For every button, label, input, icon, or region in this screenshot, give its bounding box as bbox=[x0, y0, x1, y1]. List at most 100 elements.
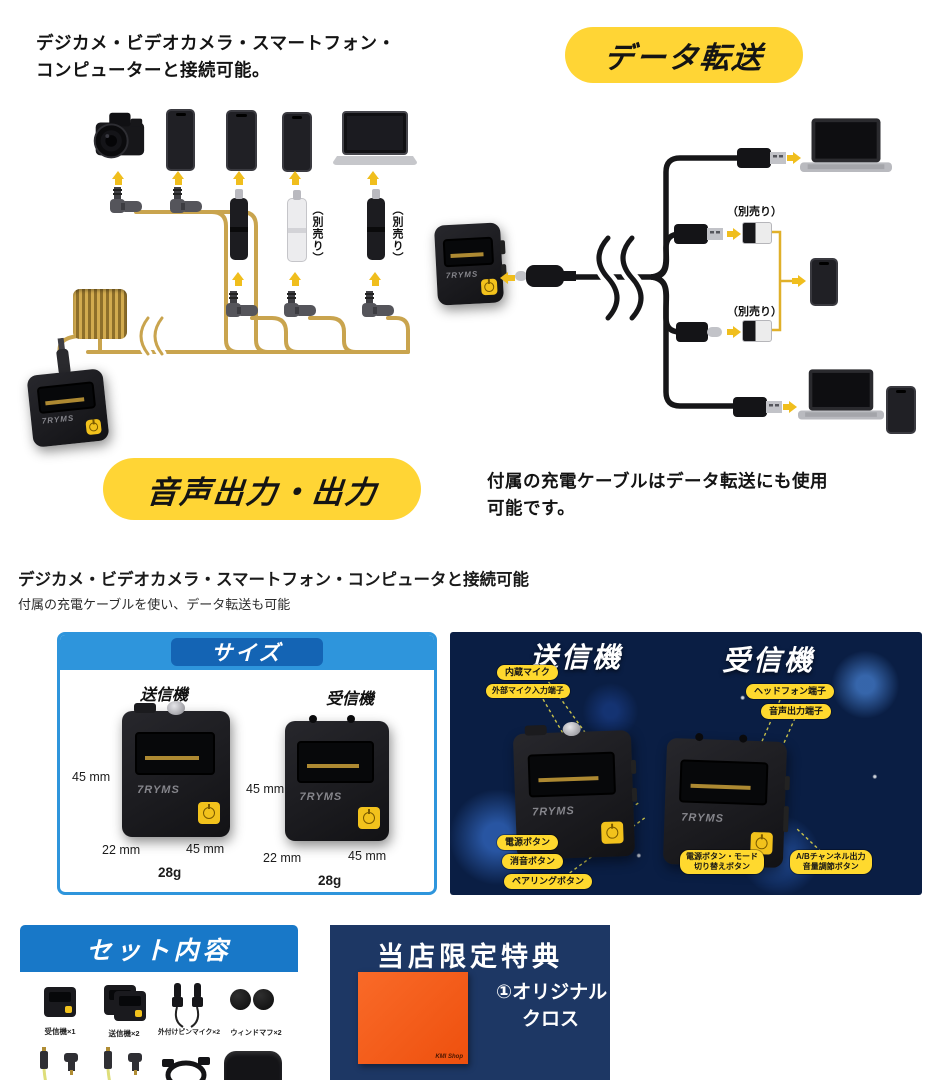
up-arrow-icon bbox=[289, 171, 301, 185]
receiver-device: 7RYMS bbox=[285, 715, 389, 841]
ab-volume-button-callout: A/Bチャンネル出力 音量調節ボタン bbox=[790, 850, 872, 874]
charge-cable-caption-line2: 可能です。 bbox=[487, 498, 576, 519]
smartphone-icon bbox=[226, 110, 257, 171]
jack-plug-icon bbox=[56, 337, 71, 376]
charge-cable-caption: 付属の充電ケーブルはデータ転送にも使用 可能です。 bbox=[487, 468, 828, 522]
power-button-icon bbox=[601, 821, 625, 845]
audio-cable-icon bbox=[104, 1047, 142, 1080]
macbook-icon bbox=[798, 369, 884, 420]
audio-jack-plug-icon bbox=[170, 187, 202, 213]
brand-logo: 7RYMS bbox=[681, 811, 725, 826]
set-contents-panel: セット内容 受信機×1 送信機×2 外付けピンマイク×2 ウィンドマフ×2 bbox=[20, 925, 298, 1080]
tx-depth-dim: 22 mm bbox=[102, 843, 141, 857]
brand-logo: 7RYMS bbox=[445, 269, 479, 281]
set-contents-title: セット内容 bbox=[86, 936, 232, 965]
coiled-cable-icon bbox=[73, 289, 127, 339]
ext-mic-input-callout: 外部マイク入力端子 bbox=[486, 684, 570, 698]
sold-separately-label: （別売り） bbox=[727, 206, 782, 218]
audio-output-jack-callout: 音声出力端子 bbox=[761, 704, 832, 720]
up-arrow-icon bbox=[112, 171, 124, 185]
power-mode-button-callout: 電源ボタン・モード 切り替えボタン bbox=[680, 850, 764, 874]
mid-subheading: 付属の充電ケーブルを使い、データ転送も可能 bbox=[18, 597, 291, 612]
device-screen bbox=[297, 741, 375, 783]
bonus-item-line1: ①オリジナル bbox=[496, 982, 608, 1003]
transmitter-device: 7RYMS bbox=[122, 701, 230, 837]
up-arrow-icon bbox=[232, 272, 244, 286]
usb-c-audio-adapter-icon bbox=[230, 198, 248, 260]
up-arrow-icon bbox=[233, 171, 245, 185]
connect-caption: デジカメ・ビデオカメラ・スマートフォン・ コンピューターと接続可能。 bbox=[36, 30, 395, 84]
receiver-device: 7RYMS bbox=[662, 732, 790, 869]
receiver-device: 7RYMS bbox=[433, 222, 507, 306]
usb-c-audio-adapter-icon bbox=[367, 198, 385, 260]
wind-muff-icon bbox=[253, 989, 274, 1010]
laptop-icon bbox=[333, 111, 417, 165]
lightning-audio-adapter-icon bbox=[287, 198, 307, 262]
device-screen bbox=[134, 732, 215, 776]
usb-plug-icon bbox=[733, 397, 782, 417]
usb-c-plug-icon bbox=[676, 322, 722, 342]
smartphone-icon bbox=[166, 109, 195, 171]
rx-depth-dim: 22 mm bbox=[263, 851, 302, 865]
audio-jack-plug-icon bbox=[284, 291, 316, 317]
set-contents-header: セット内容 bbox=[20, 925, 298, 972]
otg-adapter-icon bbox=[742, 320, 772, 342]
sold-separately-label: （別売り） bbox=[391, 204, 403, 264]
mid-heading: デジカメ・ビデオカメラ・スマートフォン・コンピュータと接続可能 bbox=[18, 571, 530, 589]
tx-weight: 28g bbox=[158, 865, 182, 880]
up-arrow-icon bbox=[289, 272, 301, 286]
set-item-label: 受信機×1 bbox=[44, 1027, 76, 1036]
usb-a-plug-icon bbox=[737, 148, 786, 168]
right-arrow-icon bbox=[727, 228, 741, 240]
audio-jack-plug-icon bbox=[362, 291, 394, 317]
bonus-cloth: KMI Shop bbox=[358, 972, 468, 1064]
headphone-jack-callout: ヘッドフォン端子 bbox=[746, 684, 835, 700]
up-arrow-icon bbox=[369, 272, 381, 286]
audio-jack-plug-icon bbox=[110, 187, 142, 213]
power-button-icon bbox=[198, 802, 221, 825]
connect-caption-line2: コンピューターと接続可能。 bbox=[36, 60, 270, 81]
sold-separately-label: （別売り） bbox=[727, 306, 782, 318]
tx-height-dim: 45 mm bbox=[72, 770, 111, 784]
mute-button-callout: 消音ボタン bbox=[502, 854, 564, 870]
right-arrow-icon bbox=[787, 152, 801, 164]
usb-c-plug-icon bbox=[515, 265, 576, 287]
carry-case-icon bbox=[224, 1051, 282, 1080]
power-button-icon bbox=[357, 807, 380, 829]
bonus-panel-title: 当店限定特典 bbox=[377, 942, 563, 972]
pairing-button-callout: ペアリングボタン bbox=[504, 874, 593, 890]
power-button-icon bbox=[480, 278, 498, 296]
device-screen bbox=[527, 751, 616, 799]
size-panel: サイズ 送信機 受信機 7RYMS 7RYMS 45 mm 22 mm 45 m… bbox=[57, 632, 437, 895]
audio-jack-plug-icon bbox=[226, 291, 258, 317]
device-screen bbox=[679, 759, 769, 806]
size-panel-title: サイズ bbox=[171, 638, 323, 666]
connect-caption-line1: デジカメ・ビデオカメラ・スマートフォン・ bbox=[36, 33, 396, 53]
builtin-mic-callout: 内蔵マイク bbox=[497, 665, 558, 681]
macbook-icon bbox=[800, 118, 892, 172]
sold-separately-label: （別売り） bbox=[311, 204, 323, 264]
brand-logo: 7RYMS bbox=[137, 784, 180, 797]
usb-a-plug-icon bbox=[674, 224, 723, 244]
power-button-callout: 電源ボタン bbox=[497, 835, 559, 851]
features-rx-title: 受信機 bbox=[722, 645, 816, 676]
transmitter-mini-icon bbox=[114, 991, 146, 1021]
rx-weight: 28g bbox=[318, 873, 342, 888]
up-arrow-icon bbox=[172, 171, 184, 185]
set-item-label: 外付けピンマイク×2 bbox=[158, 1029, 220, 1036]
right-arrow-icon bbox=[727, 326, 741, 338]
set-item-label: ウィンドマフ×2 bbox=[230, 1028, 282, 1037]
otg-adapter-icon bbox=[742, 222, 772, 244]
size-panel-header: サイズ bbox=[60, 635, 434, 670]
bonus-item-line2: クロス bbox=[522, 1009, 580, 1030]
right-arrow-icon bbox=[792, 275, 806, 287]
bonus-panel: 当店限定特典 KMI Shop ①オリジナル クロス bbox=[330, 925, 610, 1080]
mic-capsule bbox=[562, 721, 581, 737]
set-item-label: 送信機×2 bbox=[108, 1029, 140, 1038]
audio-cable-icon bbox=[40, 1047, 78, 1080]
smartphone-icon bbox=[810, 258, 838, 306]
camera-icon bbox=[93, 112, 145, 159]
tx-size-label: 送信機 bbox=[140, 687, 189, 704]
